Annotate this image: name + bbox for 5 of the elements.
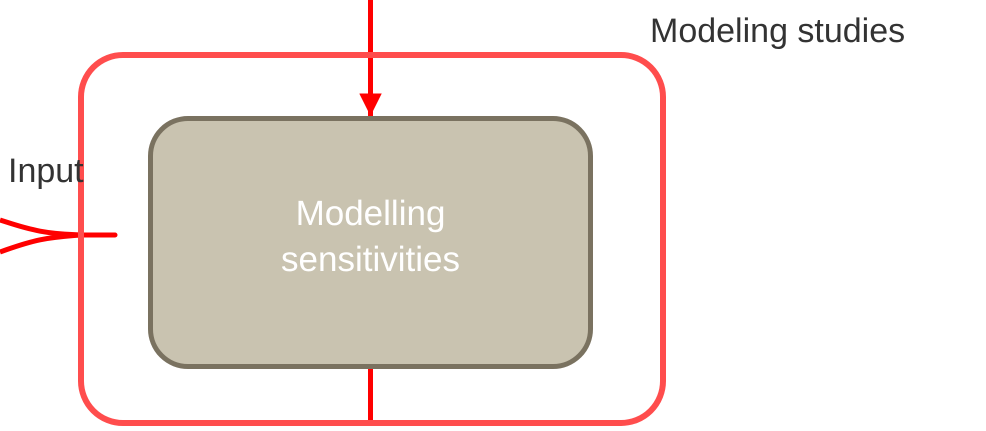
arrow [359, 0, 382, 116]
group-heading: Modeling studies [650, 12, 906, 51]
process-box [148, 116, 593, 369]
connector-line [368, 369, 373, 420]
box-label: Modelling sensitivities [280, 193, 461, 280]
